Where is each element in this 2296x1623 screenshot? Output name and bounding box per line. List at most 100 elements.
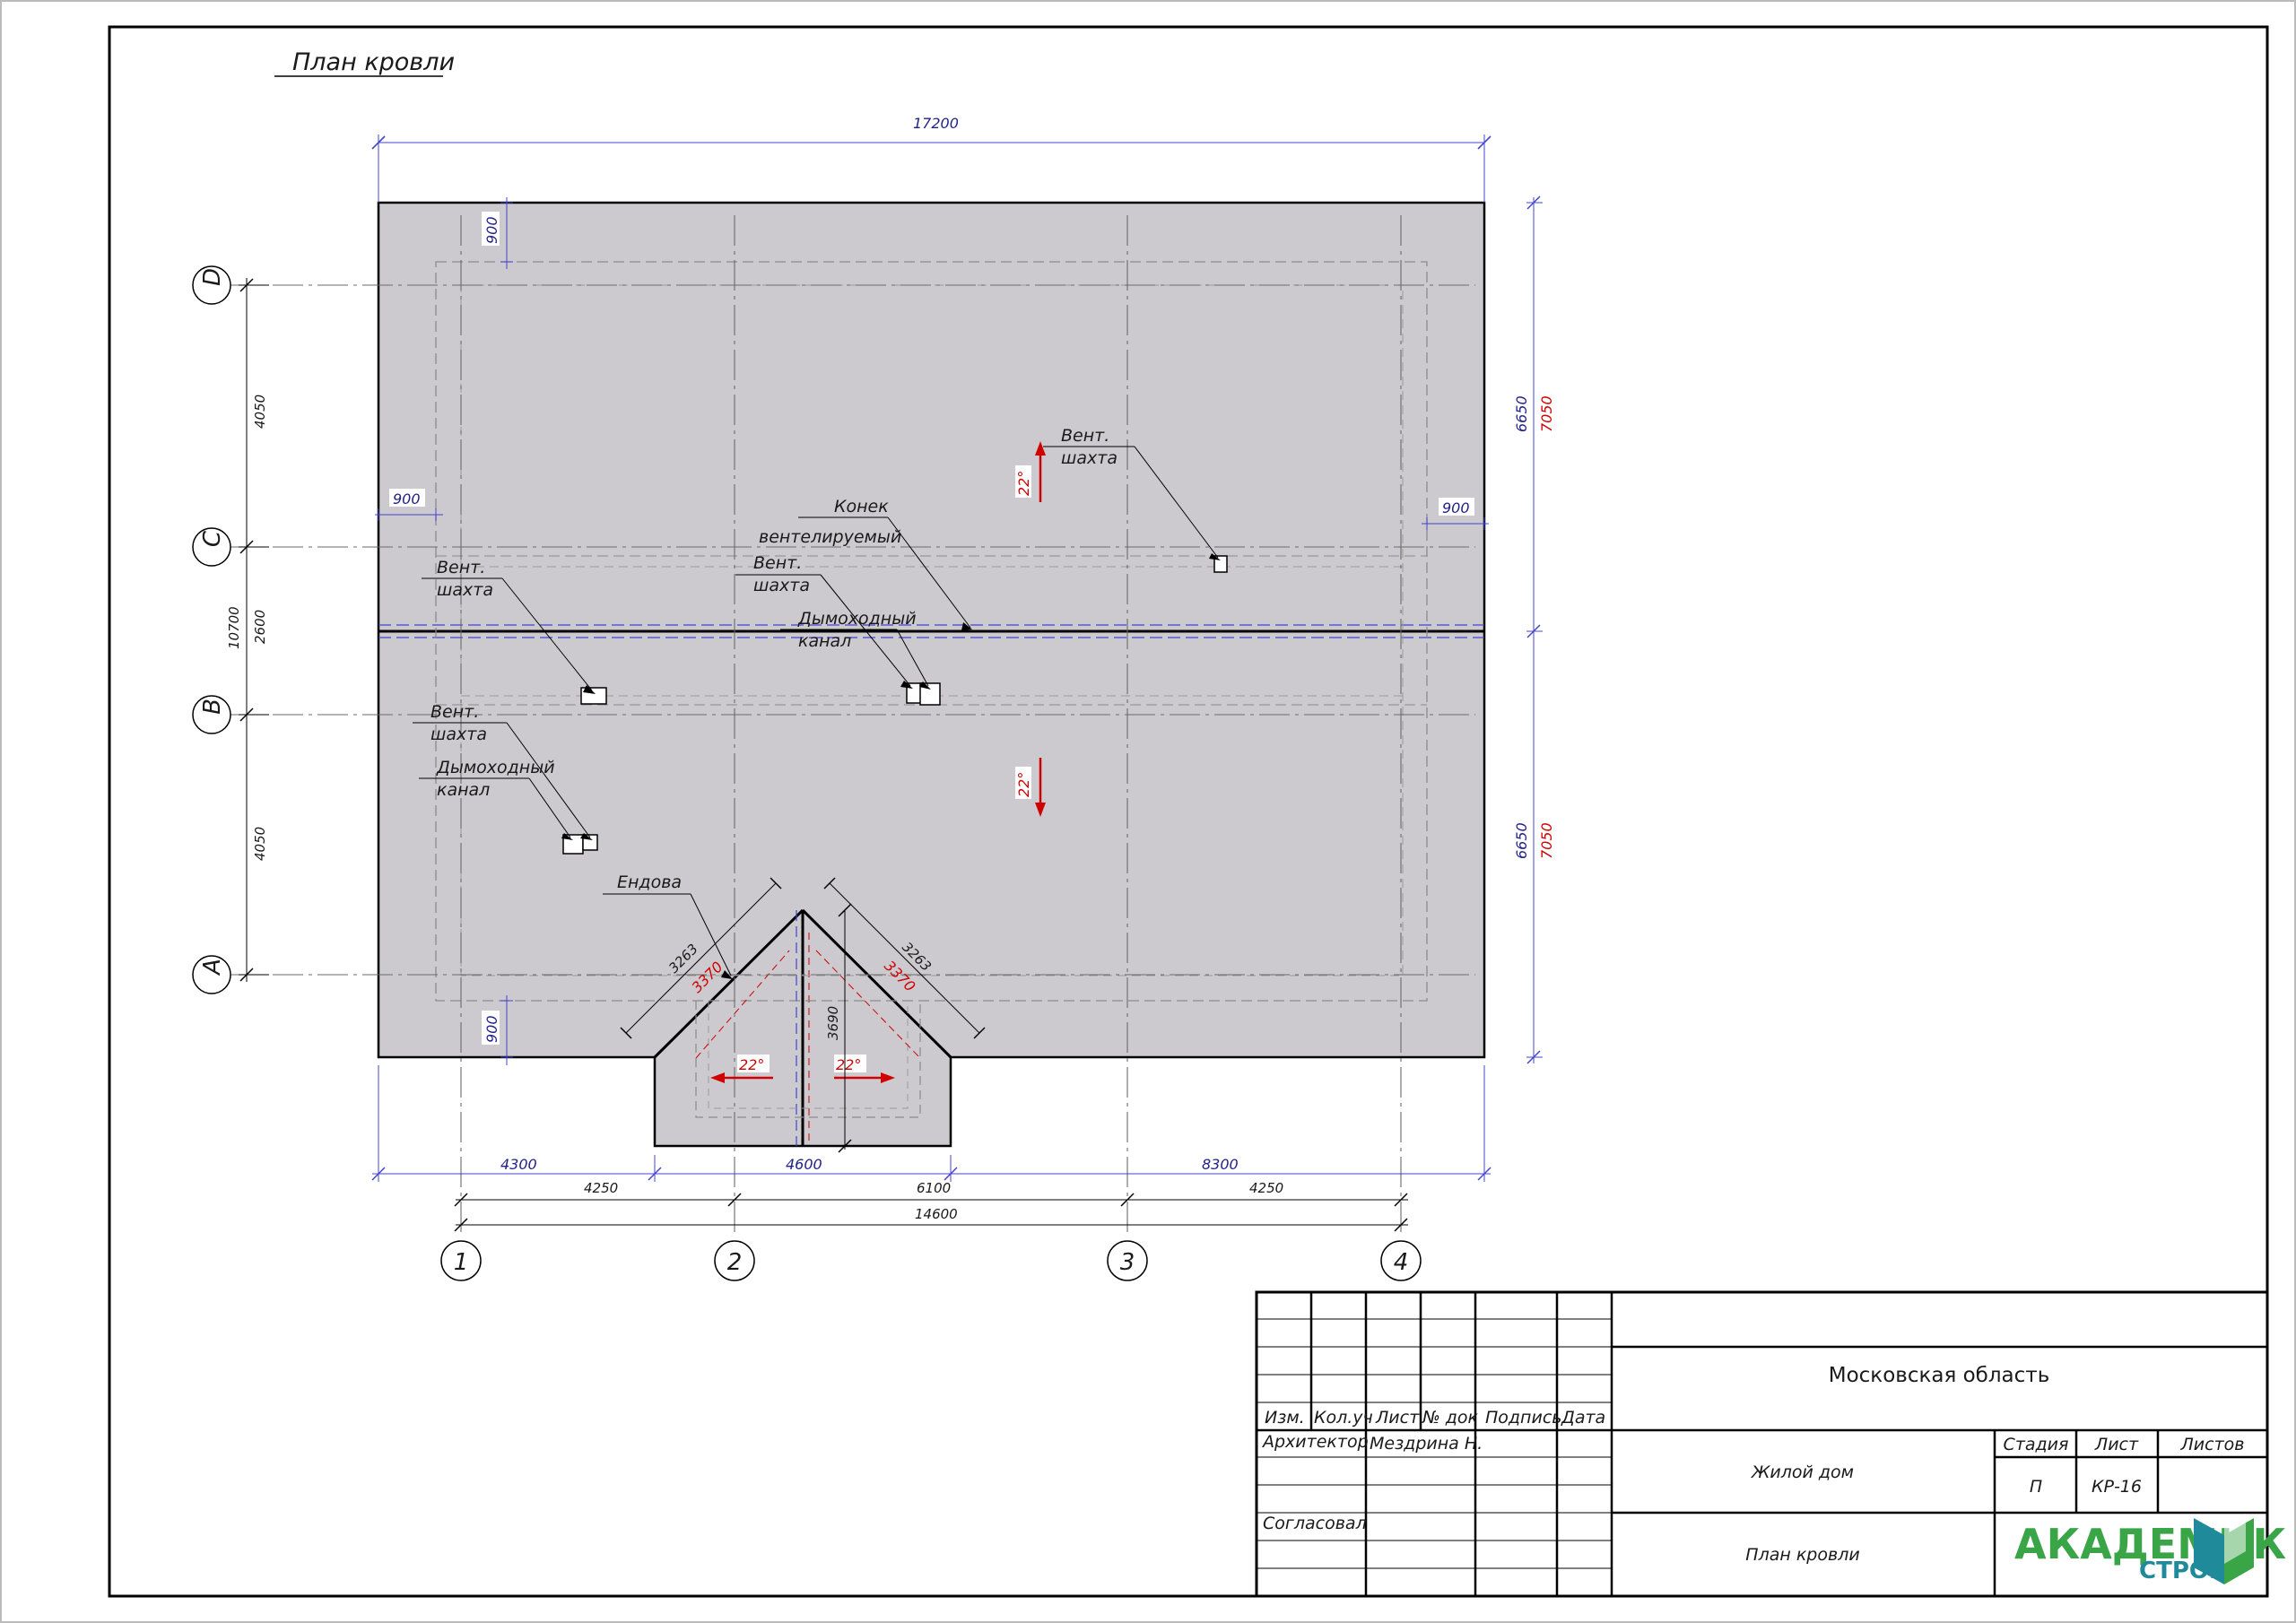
callout-ridge: Конек вентелируемый (759, 497, 972, 630)
axis-bubble-3 (1107, 1240, 1148, 1281)
svg-text:2: 2 (727, 1249, 743, 1276)
callout-valley: Ендова (603, 872, 733, 979)
slope-label-south: 22° (1015, 772, 1032, 797)
svg-text:Вент.: Вент. (753, 553, 802, 573)
svg-text:шахта: шахта (430, 725, 487, 744)
stamp-header-izm: Изм. (1265, 1408, 1305, 1428)
stamp-project: Жилой дом (1751, 1462, 1854, 1482)
dim-mid-3: 4250 (1249, 1180, 1283, 1196)
wall-outline-outer (435, 261, 1428, 1002)
axis-bubble-1 (440, 1240, 482, 1281)
stamp-col-stage: Стадия (2004, 1435, 2069, 1454)
dim-mid-1: 4250 (584, 1180, 618, 1196)
callout-vent-c: Вент. шахта (413, 702, 593, 840)
dim-gable-depth: 3690 (825, 1006, 841, 1040)
roof-plan: 22° 22° 22° 22° Вент. шахта (228, 201, 1486, 1237)
stamp-col-sheets: Листов (2180, 1435, 2245, 1454)
svg-text:шахта: шахта (753, 576, 810, 595)
axis-bubble-a (192, 955, 231, 994)
dim-bottom-2: 4600 (786, 1156, 822, 1173)
slope-arrow-west: 22° (710, 1055, 773, 1083)
svg-text:канал: канал (798, 631, 851, 651)
dim-left-3: 4050 (252, 827, 268, 861)
axis-bubble-b (192, 695, 231, 734)
svg-text:1: 1 (454, 1249, 469, 1276)
chimney-b (919, 682, 941, 706)
dim-overhang-bottom: 900 (483, 1015, 500, 1043)
dim-left-1: 4050 (252, 395, 268, 429)
dim-right-blue-1: 6650 (1513, 395, 1530, 432)
dim-left-2: 2600 (252, 610, 268, 644)
drawing-title: План кровли (292, 48, 455, 76)
dim-overhang-top: 900 (483, 216, 500, 244)
svg-text:вентелируемый: вентелируемый (759, 527, 901, 547)
stamp-role-architect: Архитектор (1261, 1432, 1369, 1452)
stamp-header-sign: Подпись (1485, 1408, 1561, 1428)
axis-bubbles: D C B A 1 2 3 4 (192, 265, 1422, 1281)
callout-chimney-a: Дымоходный канал (419, 758, 573, 840)
gable-hip-right (801, 908, 952, 1059)
slope-label-north: 22° (1015, 471, 1032, 496)
callout-vent-a: Вент. шахта (422, 558, 596, 694)
dim-right-red-1: 7050 (1538, 395, 1555, 432)
dim-overall-height: 10700 (226, 606, 242, 649)
axis-bubble-4 (1380, 1240, 1422, 1281)
svg-text:Вент.: Вент. (437, 558, 485, 577)
dim-overall-width: 17200 (913, 115, 959, 132)
stamp-header-kol: Кол.уч (1314, 1408, 1373, 1428)
axis-bubble-c (192, 527, 231, 567)
dim-overhang-right: 900 (1442, 499, 1470, 516)
dim-right-red-2: 7050 (1538, 822, 1555, 859)
svg-text:C: C (199, 530, 226, 547)
svg-text:4: 4 (1394, 1249, 1409, 1276)
gable-hip-red-left (695, 950, 790, 1059)
callout-vent-b: Вент. шахта (735, 553, 913, 689)
dim-mid-2: 6100 (917, 1180, 951, 1196)
dim-bottom-total: 14600 (915, 1206, 958, 1222)
svg-text:Ендова: Ендова (617, 872, 682, 892)
stamp-col-sheet: Лист (2094, 1435, 2139, 1454)
sheet-frame (108, 25, 2269, 1598)
axis-bubble-2 (714, 1240, 755, 1281)
axis-bubble-d (192, 265, 231, 305)
slope-arrow-east: 22° (834, 1055, 895, 1083)
stamp-header-list: Лист (1375, 1408, 1420, 1428)
slope-arrow-south: 22° (1015, 758, 1046, 817)
dim-bottom-3: 8300 (1202, 1156, 1239, 1173)
dim-bottom-1: 4300 (500, 1156, 537, 1173)
company-logo: АКАДЕМИК СТРОЙ (2014, 1514, 2286, 1584)
stamp-region: Московская область (1829, 1364, 2050, 1387)
axis-gridlines (228, 215, 1475, 1237)
svg-text:Вент.: Вент. (430, 702, 479, 722)
callout-vent-d: Вент. шахта (1043, 426, 1221, 560)
svg-text:D: D (199, 268, 226, 286)
stamp-stage: П (2030, 1477, 2042, 1497)
slope-arrow-north: 22° (1015, 441, 1046, 502)
gable-hip-red-right (815, 950, 921, 1059)
stamp-sheet-no: КР-16 (2092, 1477, 2142, 1497)
svg-text:B: B (199, 699, 226, 715)
stamp-role-agreed: Согласовал (1263, 1514, 1367, 1533)
svg-text:шахта: шахта (437, 580, 493, 600)
svg-text:A: A (199, 959, 226, 976)
slope-label-east: 22° (836, 1056, 861, 1073)
stamp-sheet-title: План кровли (1745, 1545, 1859, 1565)
logo-emblem-icon (2194, 1514, 2254, 1584)
stamp-architect-name: Мездрина Н. (1370, 1434, 1483, 1454)
svg-text:Дымоходный: Дымоходный (797, 609, 917, 629)
stamp-header-date: Дата (1561, 1408, 1605, 1428)
svg-text:Конек: Конек (834, 497, 889, 516)
gable-wall-inner (708, 1001, 909, 1109)
svg-text:Дымоходный: Дымоходный (436, 758, 555, 777)
svg-text:канал: канал (437, 780, 490, 800)
gable-hip-left (653, 908, 804, 1059)
gable-wall-outline (695, 1001, 921, 1118)
dim-right-blue-2: 6650 (1513, 822, 1530, 859)
stamp-header-doc: № док (1422, 1408, 1479, 1428)
svg-text:шахта: шахта (1061, 448, 1118, 468)
dim-overhang-left: 900 (393, 490, 421, 508)
vent-shaft-d (1213, 555, 1228, 573)
slope-label-west: 22° (739, 1056, 764, 1073)
